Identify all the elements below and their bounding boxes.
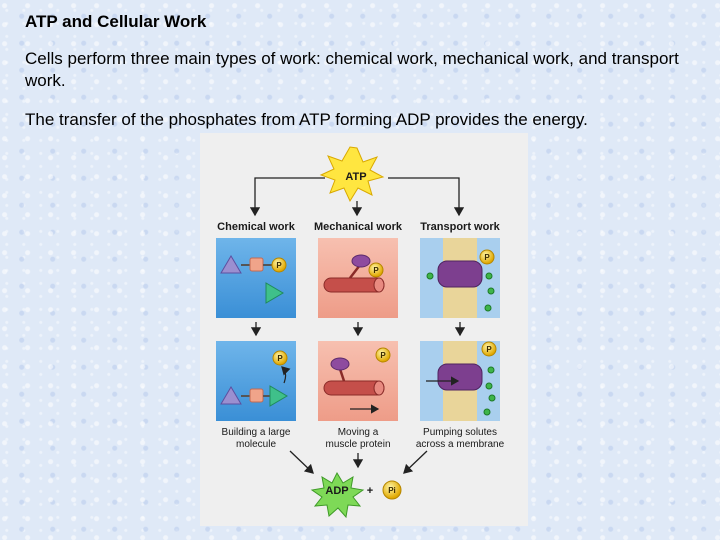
caption-transport-line1: Pumping solutes: [423, 427, 497, 438]
transport-panel-before: P: [420, 238, 500, 318]
phosphate-label: P: [373, 266, 379, 275]
caption-chemical-line2: molecule: [236, 439, 276, 450]
inorganic-phosphate: Pi: [382, 480, 402, 500]
phosphate-label: P: [277, 354, 283, 363]
arrow-to-chemical: [249, 177, 325, 217]
plus-sign: +: [367, 485, 373, 497]
arrow-transport-to-adp: [403, 450, 428, 474]
chemical-panel-before: P: [216, 238, 296, 318]
paragraph-energy: The transfer of the phosphates from ATP …: [25, 110, 588, 129]
mechanical-panel-after: P: [318, 341, 398, 421]
phosphate-label: P: [380, 351, 386, 360]
caption-mechanical-line2: muscle protein: [325, 439, 390, 450]
paragraph-work-types: Cells perform three main types of work: …: [25, 49, 679, 90]
arrow-chemical-to-adp: [289, 450, 314, 474]
caption-mechanical-line1: Moving a: [338, 427, 379, 438]
caption-chemical-line1: Building a large: [222, 427, 291, 438]
atp-label: ATP: [345, 171, 366, 183]
mechanical-panel-before: P: [318, 238, 398, 318]
atp-work-diagram: ATP Chemical work Mechanical work Transp…: [200, 133, 528, 526]
atp-starburst: ATP: [319, 146, 385, 203]
adp-label: ADP: [325, 485, 348, 497]
phosphate-label: P: [276, 261, 282, 270]
transport-panel-after: P: [420, 341, 500, 421]
column-label-mechanical: Mechanical work: [314, 221, 403, 233]
column-label-chemical: Chemical work: [217, 221, 296, 233]
phosphate-label: P: [486, 345, 492, 354]
slide-title: ATP and Cellular Work: [25, 12, 207, 31]
inorganic-phosphate-label: Pi: [388, 486, 396, 495]
phosphate-label: P: [484, 253, 490, 262]
adp-starburst: ADP: [310, 471, 365, 519]
arrow-to-transport: [388, 177, 465, 217]
column-label-transport: Transport work: [420, 221, 500, 233]
caption-transport-line2: across a membrane: [416, 439, 505, 450]
chemical-panel-after: P: [216, 341, 296, 421]
